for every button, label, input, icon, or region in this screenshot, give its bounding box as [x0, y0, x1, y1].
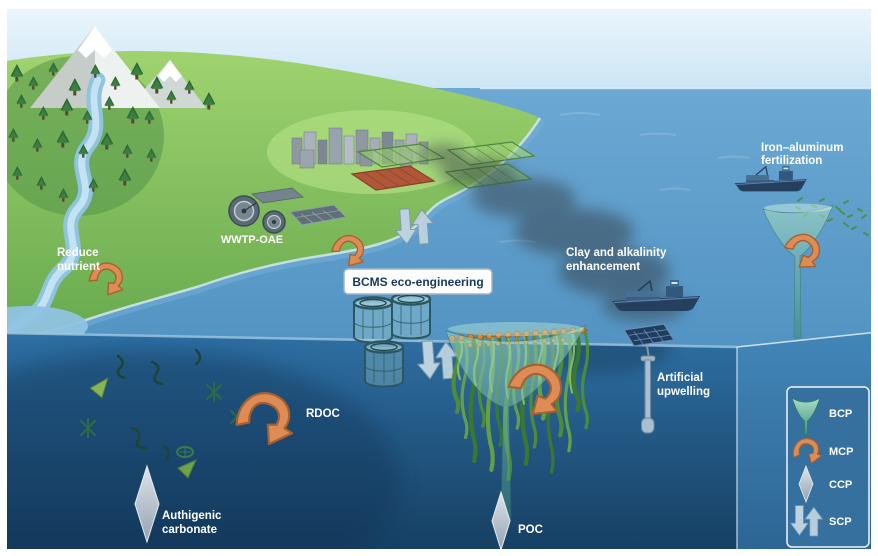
- label-upwelling-line1: Artificial: [657, 372, 703, 384]
- aquaculture-cages: [352, 292, 432, 388]
- field-row-line: [374, 170, 400, 187]
- buoy: [550, 328, 558, 336]
- kelp-strand: [563, 331, 572, 453]
- field-row-line: [388, 147, 414, 163]
- diatom-detail: [179, 448, 191, 456]
- upwelling-pipe: [644, 359, 651, 421]
- aquaculture-cage: [363, 340, 405, 388]
- label-upwelling-line2: upwelling: [657, 386, 710, 398]
- legend-item-scp: SCP: [790, 505, 852, 537]
- bcp-funnel-mouth: [448, 322, 584, 336]
- buoy: [504, 331, 512, 339]
- label-iron-line1: Iron–aluminum: [761, 142, 843, 154]
- label-rdoc: RDOC: [306, 408, 340, 420]
- cutaway-edge: [736, 331, 878, 348]
- artificial-upwelling-device: [623, 323, 675, 434]
- legend-item-bcp: BCP: [791, 397, 852, 435]
- label-reduce-line2: nutrient: [57, 261, 100, 273]
- fertilizer-particle: [835, 206, 841, 211]
- field-row-line: [363, 172, 388, 189]
- building: [299, 149, 315, 169]
- label-reduce-line1: Reduce: [57, 247, 99, 259]
- buoy: [485, 332, 493, 340]
- field-row-line: [498, 143, 522, 159]
- label-poc: POC: [518, 524, 543, 536]
- legend-label-bcp: BCP: [829, 408, 852, 420]
- fertilizer-particle: [863, 232, 869, 236]
- legend-item-mcp: MCP: [792, 438, 853, 464]
- field-row-line: [486, 144, 509, 160]
- kelp-strand: [571, 330, 581, 413]
- legend-label-mcp: MCP: [829, 446, 853, 458]
- legend-label-scp: SCP: [829, 516, 852, 528]
- farm-field: [350, 165, 436, 191]
- building: [328, 127, 343, 165]
- label-authigenic-line1: Authigenic: [162, 510, 222, 522]
- legend-item-ccp: CCP: [798, 464, 852, 504]
- fertilizer-particle: [843, 222, 849, 227]
- kelp-strand: [580, 330, 590, 430]
- fertilizer-particle: [827, 218, 833, 222]
- scene-labels: Iron–aluminum fertilization WWTP-OAE Red…: [57, 142, 843, 536]
- label-iron-line2: fertilization: [761, 155, 822, 167]
- field-row-line: [386, 168, 412, 185]
- fertilizer-particle: [851, 226, 857, 230]
- plankton-cone: [177, 459, 197, 479]
- ccp-diamond-authigenic: [134, 464, 160, 544]
- field-row-line: [373, 149, 398, 166]
- buoy: [523, 330, 530, 338]
- bcp-funnel-icon: [791, 397, 821, 435]
- building: [343, 135, 355, 165]
- fertilizer-particle: [797, 197, 803, 202]
- legend-label-ccp: CCP: [829, 479, 852, 491]
- plankton-cone: [89, 376, 109, 399]
- label-clay-line1: Clay and alkalinity: [566, 247, 667, 259]
- bcp-funnel-mouth-iron: [764, 203, 832, 213]
- bcms-label-box: BCMS eco-engineering: [343, 268, 493, 295]
- diatom-icon: [176, 446, 194, 458]
- plankton-filaments: [116, 348, 202, 462]
- label-wwtp: WWTP-OAE: [221, 234, 283, 246]
- bcms-label: BCMS eco-engineering: [352, 275, 483, 289]
- fertilizer-particle: [819, 198, 825, 202]
- wastewater-treatment-plant: [228, 187, 348, 234]
- legend: BCP MCP CCP SCP: [786, 386, 870, 548]
- buoy: [495, 331, 502, 339]
- buoy: [513, 330, 521, 338]
- treatment-basin: [288, 204, 348, 226]
- snow-cap: [78, 26, 112, 58]
- waterline-edge: [0, 331, 738, 349]
- fertilizer-particle: [857, 208, 863, 212]
- aquaculture-cage: [390, 292, 432, 340]
- aquaculture-cage: [352, 296, 394, 344]
- field-row-line: [473, 146, 496, 162]
- buoy: [541, 328, 549, 336]
- fertilizer-particle: [861, 214, 867, 219]
- field-row-line: [398, 167, 423, 184]
- building: [317, 139, 328, 165]
- buoy: [532, 329, 540, 337]
- ccp-diamond-icon: [798, 464, 814, 504]
- pipe-intake: [641, 417, 655, 434]
- fertilizer-particle: [847, 214, 853, 218]
- label-authigenic-line2: carbonate: [162, 524, 217, 536]
- fertilizer-particle: [839, 210, 845, 215]
- label-clay-line2: enhancement: [566, 261, 640, 273]
- smoke-plume: [422, 145, 686, 322]
- fertilizer-particle: [843, 200, 849, 204]
